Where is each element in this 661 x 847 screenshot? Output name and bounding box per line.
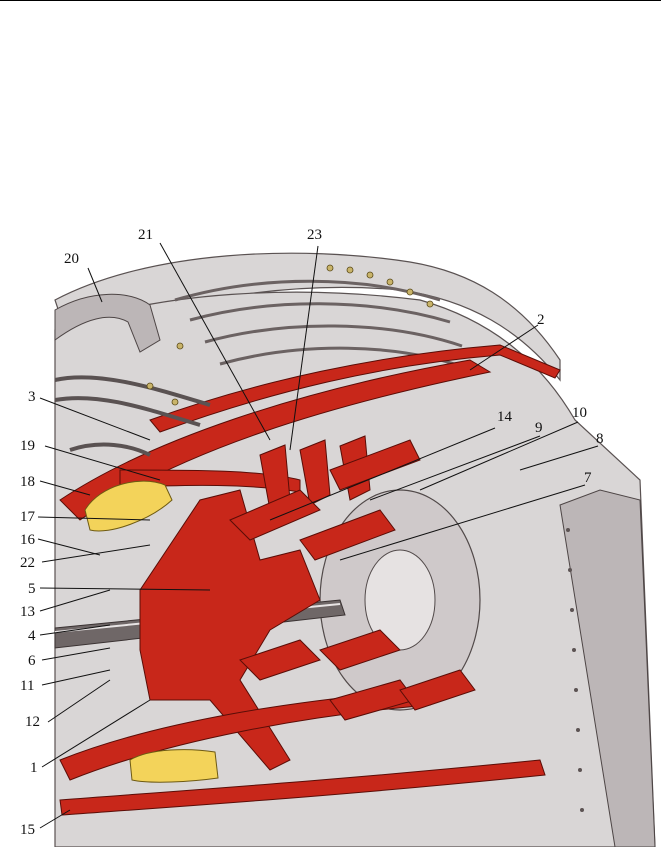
label-1: 1 (30, 760, 38, 776)
label-13: 13 (20, 604, 35, 620)
label-22: 22 (20, 555, 35, 571)
label-16: 16 (20, 532, 36, 548)
exhaust-ring-holes (566, 528, 584, 812)
turbine-blades-red (229, 435, 421, 561)
label-14: 14 (497, 409, 513, 425)
label-15: 15 (20, 822, 35, 838)
label-6: 6 (28, 653, 36, 669)
label-17: 17 (20, 509, 36, 525)
lower-blades-red (239, 629, 476, 721)
callout-labels: 20 21 23 2 3 19 18 17 16 22 5 13 4 6 11 … (20, 227, 604, 838)
label-10: 10 (572, 405, 587, 421)
label-20: 20 (64, 251, 79, 267)
label-12: 12 (25, 714, 40, 730)
leader-lines (37, 242, 599, 829)
header-rule (0, 0, 661, 1)
casing-bolts (146, 264, 434, 406)
label-3: 3 (28, 389, 36, 405)
burner-can-lower (129, 749, 219, 783)
label-5: 5 (28, 581, 36, 597)
label-4: 4 (28, 628, 36, 644)
label-11: 11 (20, 678, 34, 694)
label-9: 9 (535, 420, 543, 436)
exhaust-ring (559, 489, 656, 847)
lower-casing-red (59, 759, 546, 816)
label-19: 19 (20, 438, 35, 454)
engine-illustration (54, 252, 656, 847)
label-7: 7 (584, 470, 592, 486)
outer-shell-red (149, 344, 561, 433)
label-18: 18 (20, 474, 35, 490)
fuel-pipes (54, 375, 211, 457)
label-2: 2 (537, 312, 545, 328)
inlet-pipe (54, 293, 161, 353)
label-8: 8 (596, 431, 604, 447)
label-21: 21 (138, 227, 153, 243)
label-23: 23 (307, 227, 322, 243)
